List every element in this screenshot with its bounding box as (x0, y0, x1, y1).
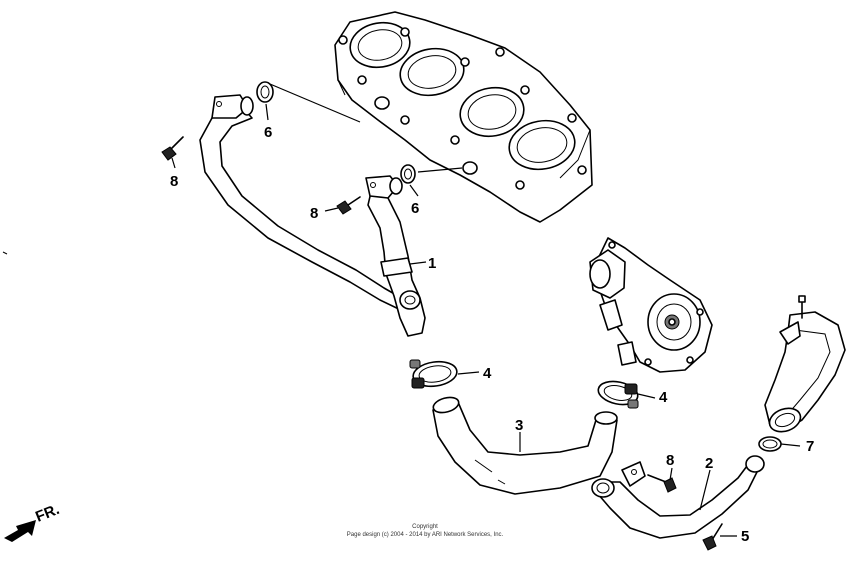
water-pump (589, 237, 713, 373)
callout-5: 5 (741, 528, 749, 545)
callout-8-right: 8 (666, 452, 674, 469)
callout-8-left: 8 (170, 173, 178, 190)
front-arrow-label: FR. (33, 501, 62, 526)
bolt-8-middle (336, 196, 361, 215)
water-pipe-1 (365, 175, 426, 337)
o-ring-7 (758, 436, 782, 452)
callouts: 1 2 3 4 4 5 6 6 7 8 8 8 (170, 124, 814, 545)
water-hose-3 (432, 396, 618, 495)
copyright-notice: Copyright Page design (c) 2004 - 2014 by… (347, 524, 504, 538)
hose-clamp-4-left (409, 359, 458, 389)
bolt-8-left (161, 136, 184, 161)
leader-lines (171, 83, 801, 537)
front-direction-arrow: FR. (4, 501, 62, 542)
copyright-line: Page design (c) 2004 - 2014 by ARI Netwo… (347, 532, 504, 538)
callout-8-middle: 8 (310, 205, 318, 222)
callout-6-upper: 6 (264, 124, 272, 141)
stray-mark (2, 251, 8, 255)
bolt-5 (702, 523, 723, 551)
callout-4-left: 4 (483, 365, 492, 382)
copyright-title: Copyright (412, 524, 438, 530)
cylinder-block (334, 11, 593, 223)
callout-6-lower: 6 (411, 200, 419, 217)
bolt-8-right (647, 474, 677, 493)
callout-2: 2 (705, 455, 713, 472)
o-ring-6-lower (400, 164, 416, 184)
hose-clamp-4-right (597, 380, 639, 409)
callout-7: 7 (806, 438, 814, 455)
water-pipe-2 (591, 455, 765, 539)
callout-3: 3 (515, 417, 523, 434)
o-ring-6-upper (256, 81, 274, 103)
callout-1: 1 (428, 255, 436, 272)
callout-4-right: 4 (659, 389, 668, 406)
thermostat-housing (764, 295, 846, 433)
